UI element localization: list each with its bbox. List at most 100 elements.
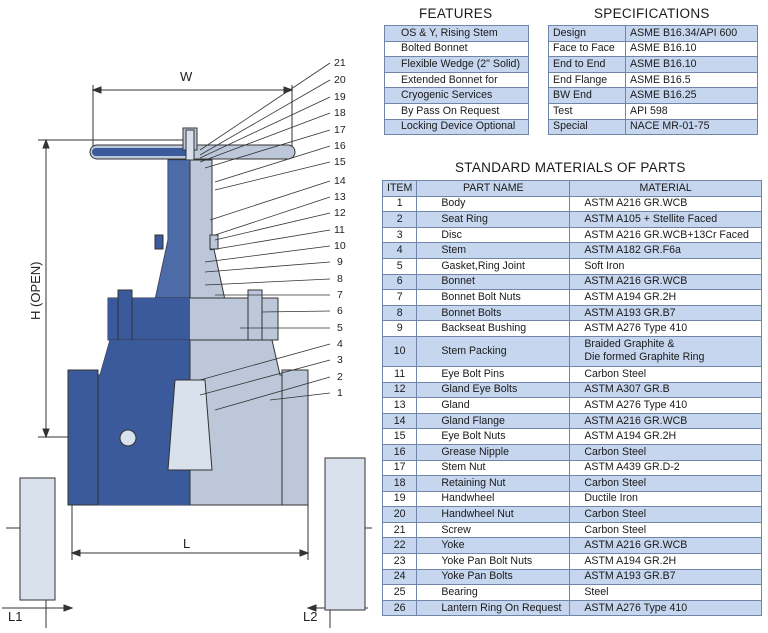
material: Ductile Iron bbox=[569, 490, 762, 508]
item-number: 10 bbox=[381, 335, 418, 367]
part-name: Eye Bolt Nuts bbox=[416, 428, 571, 445]
item-number: 4 bbox=[381, 242, 418, 259]
dimension-w-label: W bbox=[180, 69, 193, 84]
item-number: 15 bbox=[381, 428, 418, 445]
item-number: 8 bbox=[381, 304, 418, 322]
item-number: 11 bbox=[381, 365, 418, 383]
callout-20: 20 bbox=[334, 74, 346, 86]
item-number: 22 bbox=[381, 537, 418, 555]
valve-cross-section-drawing: 21 20 19 18 17 16 15 14 13 12 11 10 9 8 … bbox=[2, 57, 372, 628]
item-number: 17 bbox=[381, 459, 418, 477]
material: Carbon Steel bbox=[569, 521, 762, 539]
part-name: Handwheel Nut bbox=[416, 506, 571, 523]
item-number: 1 bbox=[381, 195, 418, 213]
material: ASTM A194 GR.2H bbox=[569, 428, 762, 445]
item-number: 6 bbox=[381, 273, 418, 291]
dimension-h-label: H (OPEN) bbox=[28, 262, 43, 321]
material: ASTM A216 GR.WCB bbox=[569, 537, 762, 555]
part-name: Backseat Bushing bbox=[416, 320, 571, 337]
callout-8: 8 bbox=[337, 273, 343, 285]
item-number: 25 bbox=[381, 584, 418, 601]
list-item: Locking Device Optional bbox=[384, 118, 529, 136]
part-name: Handwheel bbox=[416, 490, 571, 508]
callout-14: 14 bbox=[334, 175, 346, 187]
dimension-l-label: L bbox=[183, 536, 190, 551]
callout-15: 15 bbox=[334, 156, 346, 168]
features-table: OS & Y, Rising Stem Bolted Bonnet Flexib… bbox=[384, 25, 529, 136]
materials-title: STANDARD MATERIALS OF PARTS bbox=[455, 160, 686, 175]
material: Carbon Steel bbox=[569, 443, 762, 461]
list-item: Bolted Bonnet bbox=[384, 40, 529, 58]
material: ASTM A193 GR.B7 bbox=[569, 568, 762, 586]
callout-9: 9 bbox=[337, 256, 343, 268]
callout-3: 3 bbox=[337, 354, 343, 366]
material: ASTM A307 GR.B bbox=[569, 381, 762, 399]
callout-17: 17 bbox=[334, 124, 346, 136]
part-name: Gasket,Ring Joint bbox=[416, 257, 571, 275]
part-name: Stem bbox=[416, 242, 571, 259]
callout-7: 7 bbox=[337, 289, 343, 301]
list-item: Extended Bonnet for bbox=[384, 71, 529, 89]
item-number: 26 bbox=[381, 599, 418, 617]
part-name: Grease Nipple bbox=[416, 443, 571, 461]
item-number: 16 bbox=[381, 443, 418, 461]
item-number: 2 bbox=[381, 211, 418, 228]
material: ASTM A194 GR.2H bbox=[569, 553, 762, 570]
material: ASTM A105 + Stellite Faced bbox=[569, 211, 762, 228]
item-number: 18 bbox=[381, 475, 418, 492]
callout-13: 13 bbox=[334, 191, 346, 203]
part-name: Yoke bbox=[416, 537, 571, 555]
item-number: 7 bbox=[381, 289, 418, 306]
part-name: Retaining Nut bbox=[416, 475, 571, 492]
part-name: Yoke Pan Bolt Nuts bbox=[416, 553, 571, 570]
item-number: 20 bbox=[381, 506, 418, 523]
header-item: ITEM bbox=[381, 180, 418, 197]
item-number: 21 bbox=[381, 521, 418, 539]
material: ASTM A439 GR.D-2 bbox=[569, 459, 762, 477]
material: ASTM A276 Type 410 bbox=[569, 397, 762, 414]
material: ASTM A276 Type 410 bbox=[569, 599, 762, 617]
part-name: Gland Eye Bolts bbox=[416, 381, 571, 399]
callout-2: 2 bbox=[337, 371, 343, 383]
features-title: FEATURES bbox=[419, 6, 493, 21]
part-name: Bonnet Bolts bbox=[416, 304, 571, 322]
part-name: Bearing bbox=[416, 584, 571, 601]
material: ASTM A216 GR.WCB+13Cr Faced bbox=[569, 226, 762, 244]
callout-6: 6 bbox=[337, 305, 343, 317]
list-item: Flexible Wedge (2" Solid) bbox=[384, 56, 529, 73]
item-number: 14 bbox=[381, 412, 418, 430]
part-name: Lantern Ring On Request bbox=[416, 599, 571, 617]
part-name: Gland bbox=[416, 397, 571, 414]
material: ASTM A216 GR.WCB bbox=[569, 273, 762, 291]
material-line-2: Die formed Graphite Ring bbox=[584, 351, 705, 364]
callout-11: 11 bbox=[334, 224, 345, 236]
list-item: Cryogenic Services bbox=[384, 87, 529, 104]
material: Soft Iron bbox=[569, 257, 762, 275]
item-number: 5 bbox=[381, 257, 418, 275]
material: ASTM A182 GR.F6a bbox=[569, 242, 762, 259]
list-item: By Pass On Request bbox=[384, 102, 529, 120]
callout-1: 1 bbox=[337, 387, 343, 399]
callout-12: 12 bbox=[334, 207, 346, 219]
dimension-l2-label: L2 bbox=[303, 609, 317, 624]
